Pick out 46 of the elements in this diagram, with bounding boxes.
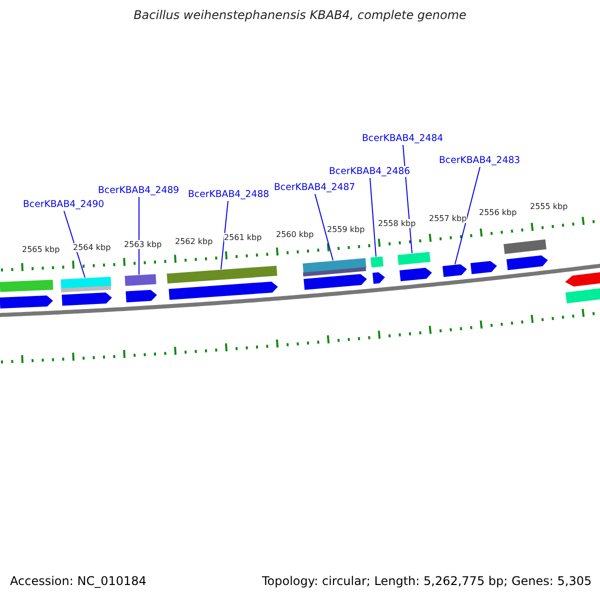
- gene-label: BcerKBAB4_2484: [362, 133, 444, 144]
- gene-block: [0, 296, 53, 309]
- scale-label: 2565 kbp: [22, 245, 60, 254]
- scale-label: 2557 kbp: [429, 214, 467, 223]
- gene-bar: [60, 276, 112, 292]
- scale-label: 2559 kbp: [327, 225, 365, 234]
- gene-block: [126, 290, 157, 302]
- scale-label: 2561 kbp: [224, 233, 262, 242]
- gene-block: [62, 292, 112, 306]
- scale-label: 2556 kbp: [479, 208, 517, 217]
- gene-label: BcerKBAB4_2487: [274, 182, 356, 193]
- leader-line: [314, 194, 334, 261]
- gene-block: [168, 282, 278, 300]
- scale-label: 2563 kbp: [124, 240, 162, 249]
- leader-line: [138, 196, 140, 276]
- gene-bar: [370, 256, 384, 268]
- gene-block: [372, 272, 385, 284]
- gene-block: [442, 264, 467, 278]
- scale-label: 2560 kbp: [276, 230, 314, 239]
- gene-bar: [0, 280, 54, 292]
- scale-label: 2562 kbp: [175, 237, 213, 246]
- gene-bar: [302, 258, 366, 276]
- scale-label: 2564 kbp: [73, 243, 111, 252]
- map-title: Bacillus weihenstephanensis KBAB4, complete genome: [132, 8, 468, 22]
- scale-label: 2558 kbp: [378, 219, 416, 228]
- leader-line: [454, 166, 480, 265]
- gene-bar: [124, 274, 156, 286]
- gene-label: BcerKBAB4_2490: [23, 199, 104, 210]
- gene-block: [304, 274, 367, 290]
- gene-bar: [166, 266, 278, 284]
- gene-block: [400, 268, 432, 282]
- gene-label: BcerKBAB4_2483: [439, 155, 520, 166]
- gene-label: BcerKBAB4_2486: [329, 166, 410, 177]
- gene-bar: [565, 288, 600, 304]
- gene-block: [470, 261, 497, 274]
- gene-block: [565, 272, 600, 287]
- leader-line: [64, 210, 86, 278]
- accession-text: Accession: NC_010184: [10, 574, 146, 588]
- gene-label: BcerKBAB4_2488: [188, 189, 270, 200]
- scale-label: 2555 kbp: [530, 202, 568, 211]
- gene-bar: [504, 239, 546, 254]
- gene-bar: [398, 252, 430, 265]
- genome-stats-text: Topology: circular; Length: 5,262,775 bp; Genes: 5,305: [262, 574, 592, 588]
- gene-block: [506, 255, 548, 270]
- gene-label: BcerKBAB4_2489: [98, 185, 180, 196]
- leader-line: [220, 200, 228, 270]
